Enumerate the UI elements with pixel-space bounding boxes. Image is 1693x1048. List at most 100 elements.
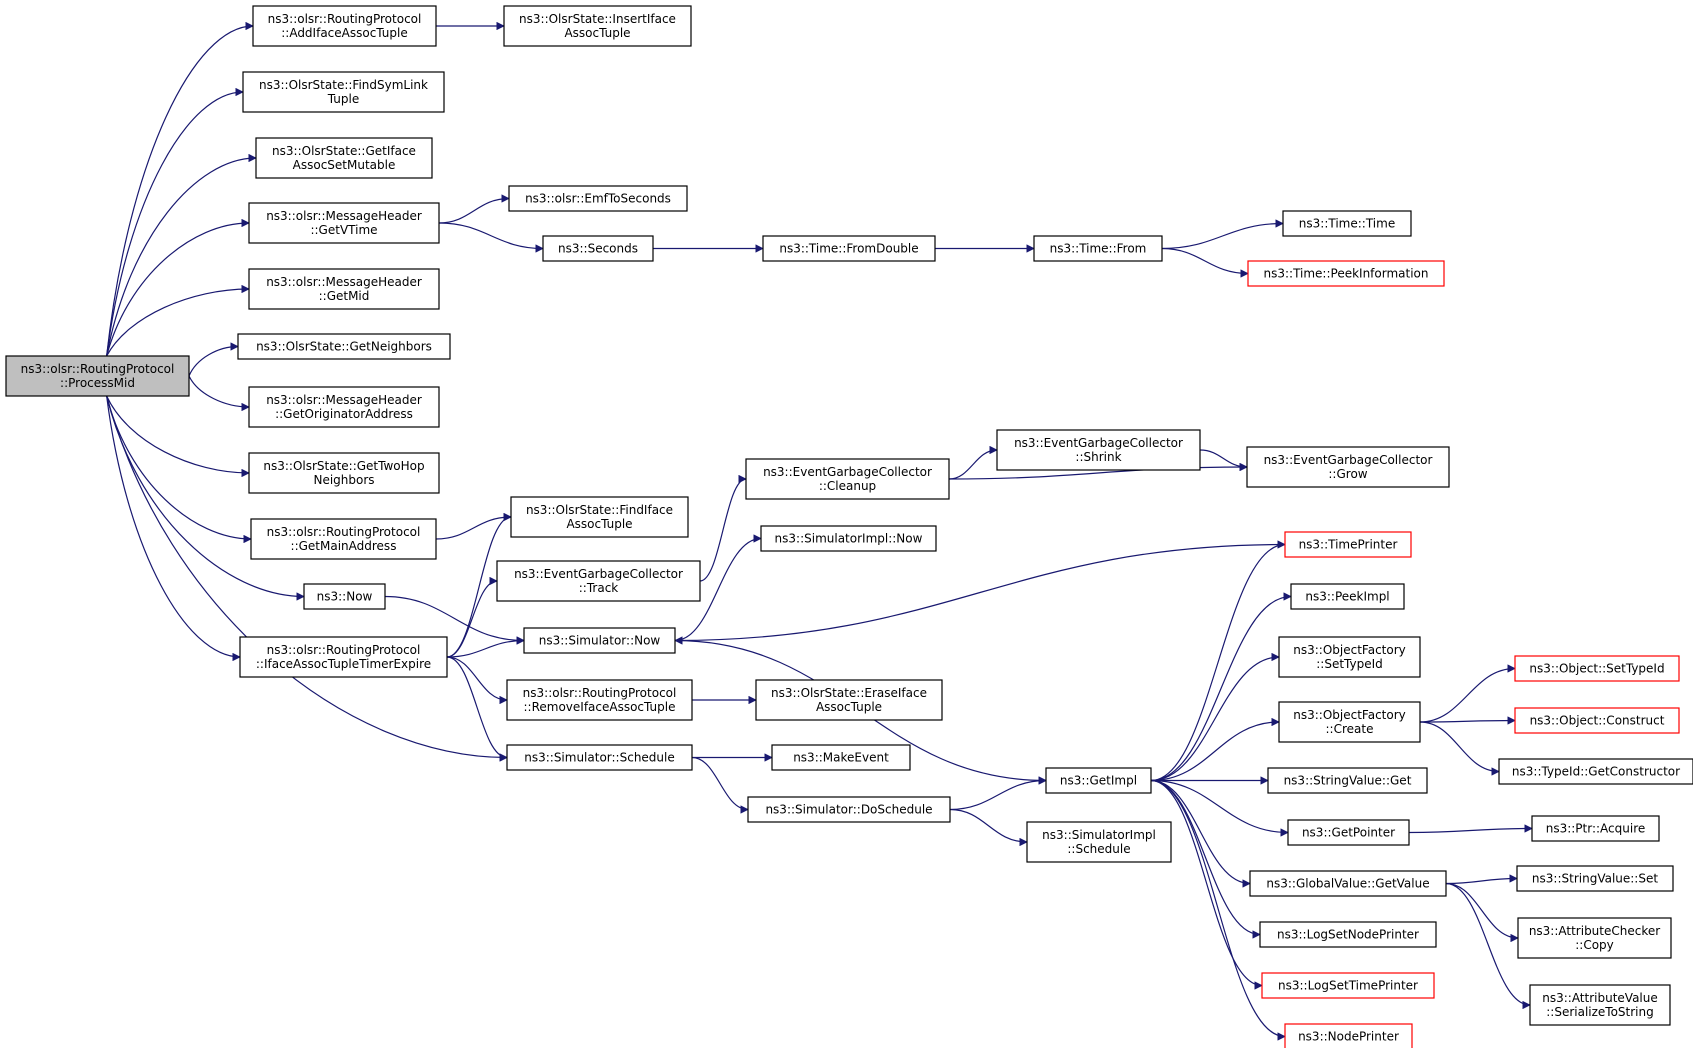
call-edge-gvgetvalue-to-accopy (1445, 882, 1519, 943)
call-edge-ifaceexpire-to-schedule (446, 656, 508, 762)
node-box (508, 185, 688, 212)
node-label: ns3::EventGarbageCollector (763, 465, 932, 479)
call-edge-getimpl-to-logtimeprinter (1150, 779, 1263, 990)
node-box (1249, 870, 1447, 897)
node-box (760, 525, 937, 552)
graph-node-fromdouble[interactable]: ns3::Time::FromDouble (762, 235, 936, 262)
graph-node-getmainaddr[interactable]: ns3::olsr::RoutingProtocol::GetMainAddre… (250, 518, 437, 560)
call-edge-ifaceexpire-to-removeiface (446, 656, 508, 705)
graph-node-objconstruct[interactable]: ns3::Object::Construct (1514, 707, 1680, 734)
graph-node-stringget[interactable]: ns3::StringValue::Get (1267, 767, 1428, 794)
node-label: ns3::Seconds (558, 242, 638, 256)
call-edge-processmid-to-getorig (188, 375, 250, 412)
node-label: ns3::NodePrinter (1298, 1030, 1399, 1044)
graph-node-getconstructor[interactable]: ns3::TypeId::GetConstructor (1498, 758, 1693, 785)
node-box (510, 496, 689, 538)
graph-node-timeprinter[interactable]: ns3::TimePrinter (1284, 531, 1412, 558)
node-label: ::Create (1326, 722, 1374, 736)
node-label: ns3::Time::PeekInformation (1263, 267, 1428, 281)
graph-node-logtimeprinter[interactable]: ns3::LogSetTimePrinter (1261, 972, 1435, 999)
call-edge-ofcreate-to-objconstruct (1419, 716, 1516, 725)
graph-node-getpointer[interactable]: ns3::GetPointer (1287, 819, 1410, 846)
graph-node-seconds[interactable]: ns3::Seconds (542, 235, 654, 262)
graph-node-timetime[interactable]: ns3::Time::Time (1282, 210, 1412, 237)
node-label: ns3::olsr::RoutingProtocol (268, 12, 422, 26)
graph-node-simimplschedule[interactable]: ns3::SimulatorImpl::Schedule (1026, 821, 1172, 863)
graph-node-timefrom[interactable]: ns3::Time::From (1033, 235, 1163, 262)
node-label: ns3::Time::FromDouble (779, 242, 918, 256)
node-label: ns3::AttributeChecker (1529, 924, 1660, 938)
node-label: ns3::LogSetTimePrinter (1278, 979, 1418, 993)
graph-node-stringset[interactable]: ns3::StringValue::Set (1516, 865, 1674, 892)
node-label: ::IfaceAssocTupleTimerExpire (256, 657, 431, 671)
graph-node-accopy[interactable]: ns3::AttributeChecker::Copy (1517, 917, 1672, 959)
node-box (762, 235, 936, 262)
node-label: ns3::olsr::RoutingProtocol (267, 643, 421, 657)
node-box (755, 679, 943, 721)
call-edge-getvtime-to-emftoseconds (438, 194, 510, 224)
node-box (1026, 821, 1172, 863)
node-label: ns3::OlsrState::GetTwoHop (263, 459, 424, 473)
node-box (1278, 701, 1421, 743)
node-box (237, 333, 451, 360)
graph-node-nodeprinter[interactable]: ns3::NodePrinter (1284, 1023, 1413, 1048)
graph-node-setTypeId[interactable]: ns3::ObjectFactory::SetTypeId (1278, 636, 1421, 678)
graph-node-peekimpl[interactable]: ns3::PeekImpl (1290, 583, 1405, 610)
graph-node-getneighbors[interactable]: ns3::OlsrState::GetNeighbors (237, 333, 451, 360)
node-box (1529, 984, 1671, 1026)
graph-node-ptracquire[interactable]: ns3::Ptr::Acquire (1531, 815, 1660, 842)
graph-node-objsettypeid[interactable]: ns3::Object::SetTypeId (1514, 655, 1680, 682)
node-box (747, 796, 951, 823)
node-label: ns3::EventGarbageCollector (514, 567, 683, 581)
graph-node-emftoseconds[interactable]: ns3::olsr::EmfToSeconds (508, 185, 688, 212)
graph-node-simimplnow[interactable]: ns3::SimulatorImpl::Now (760, 525, 937, 552)
graph-node-simnow[interactable]: ns3::Simulator::Now (523, 627, 676, 654)
graph-node-ifaceexpire[interactable]: ns3::olsr::RoutingProtocol::IfaceAssocTu… (239, 636, 448, 678)
node-label: ns3::OlsrState::FindIface (526, 503, 673, 517)
node-box (255, 137, 433, 179)
graph-node-gvgetvalue[interactable]: ns3::GlobalValue::GetValue (1249, 870, 1447, 897)
node-label: ::Track (579, 581, 619, 595)
graph-node-schedule[interactable]: ns3::Simulator::Schedule (506, 744, 693, 771)
graph-node-ofcreate[interactable]: ns3::ObjectFactory::Create (1278, 701, 1421, 743)
graph-node-processmid[interactable]: ns3::olsr::RoutingProtocol::ProcessMid (5, 355, 190, 397)
call-edge-getimpl-to-peekimpl (1150, 592, 1292, 782)
node-label: AssocTuple (564, 26, 630, 40)
graph-node-makeevent[interactable]: ns3::MakeEvent (771, 744, 911, 771)
graph-node-avserialize[interactable]: ns3::AttributeValue::SerializeToString (1529, 984, 1671, 1026)
node-label: ns3::GetImpl (1060, 774, 1137, 788)
graph-node-getimpl[interactable]: ns3::GetImpl (1045, 767, 1152, 794)
call-edge-timefrom-to-timetime (1161, 219, 1284, 250)
graph-node-egccleanup[interactable]: ns3::EventGarbageCollector::Cleanup (745, 458, 950, 500)
graph-node-now[interactable]: ns3::Now (303, 583, 386, 610)
node-box (506, 744, 693, 771)
graph-node-doschedule[interactable]: ns3::Simulator::DoSchedule (747, 796, 951, 823)
call-edge-processmid-to-getneighbors (188, 342, 239, 377)
call-edge-timeprinter-to-simnow (674, 543, 1286, 645)
node-label: ns3::Time::From (1050, 242, 1147, 256)
graph-node-addiface[interactable]: ns3::olsr::RoutingProtocol::AddIfaceAsso… (252, 5, 437, 47)
node-box (1516, 865, 1674, 892)
graph-node-egctrack[interactable]: ns3::EventGarbageCollector::Track (496, 560, 701, 602)
node-label: ns3::olsr::RoutingProtocol (523, 686, 677, 700)
graph-node-removeiface[interactable]: ns3::olsr::RoutingProtocol::RemoveIfaceA… (506, 679, 693, 721)
graph-node-egcgrow[interactable]: ns3::EventGarbageCollector::Grow (1246, 446, 1450, 488)
node-box (242, 71, 445, 113)
graph-node-egcshrink[interactable]: ns3::EventGarbageCollector::Shrink (996, 429, 1201, 471)
graph-node-getmid[interactable]: ns3::olsr::MessageHeader::GetMid (248, 268, 440, 310)
graph-node-lognodeprinter[interactable]: ns3::LogSetNodePrinter (1259, 921, 1437, 948)
node-label: ns3::Simulator::Now (539, 634, 661, 648)
call-edge-gvgetvalue-to-stringset (1445, 874, 1518, 885)
node-box (745, 458, 950, 500)
node-box (771, 744, 911, 771)
graph-node-getorig[interactable]: ns3::olsr::MessageHeader::GetOriginatorA… (248, 386, 440, 428)
graph-node-getvtime[interactable]: ns3::olsr::MessageHeader::GetVTime (248, 202, 440, 244)
graph-node-peekinformation[interactable]: ns3::Time::PeekInformation (1247, 260, 1445, 287)
